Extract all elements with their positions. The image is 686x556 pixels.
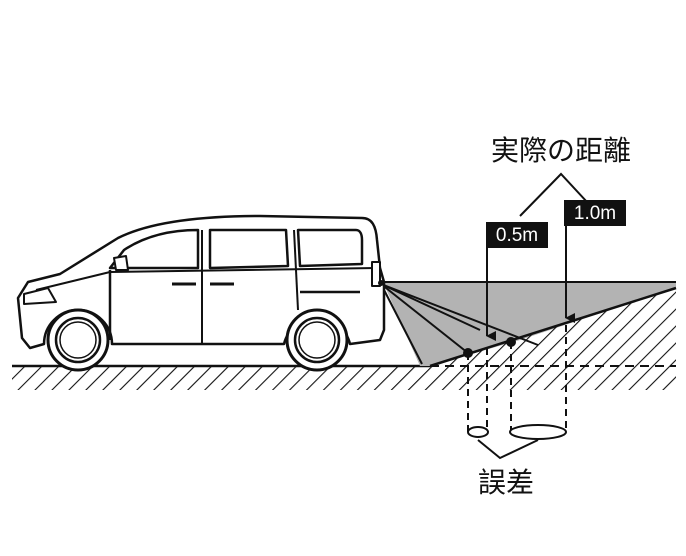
minivan-rear-icon <box>16 214 386 350</box>
rear-wheel <box>285 308 349 372</box>
near-distance-tag <box>486 222 548 248</box>
far-distance-tag <box>564 200 626 226</box>
rear-camera-icon <box>378 280 384 286</box>
projection-lines <box>467 325 567 432</box>
near-distance-text: 0.5m <box>496 225 538 246</box>
front-wheel <box>46 308 110 372</box>
far-error-ellipse <box>509 424 567 440</box>
error-label: 誤差 <box>478 466 534 499</box>
near-error-ellipse <box>467 426 489 438</box>
error-bracket <box>477 439 539 460</box>
far-distance-text: 1.0m <box>574 203 616 224</box>
actual-distance-label: 実際の距離 <box>491 134 631 167</box>
camera-view-area <box>383 282 676 366</box>
ground-hatching <box>12 364 676 390</box>
camera-rays <box>380 283 539 365</box>
